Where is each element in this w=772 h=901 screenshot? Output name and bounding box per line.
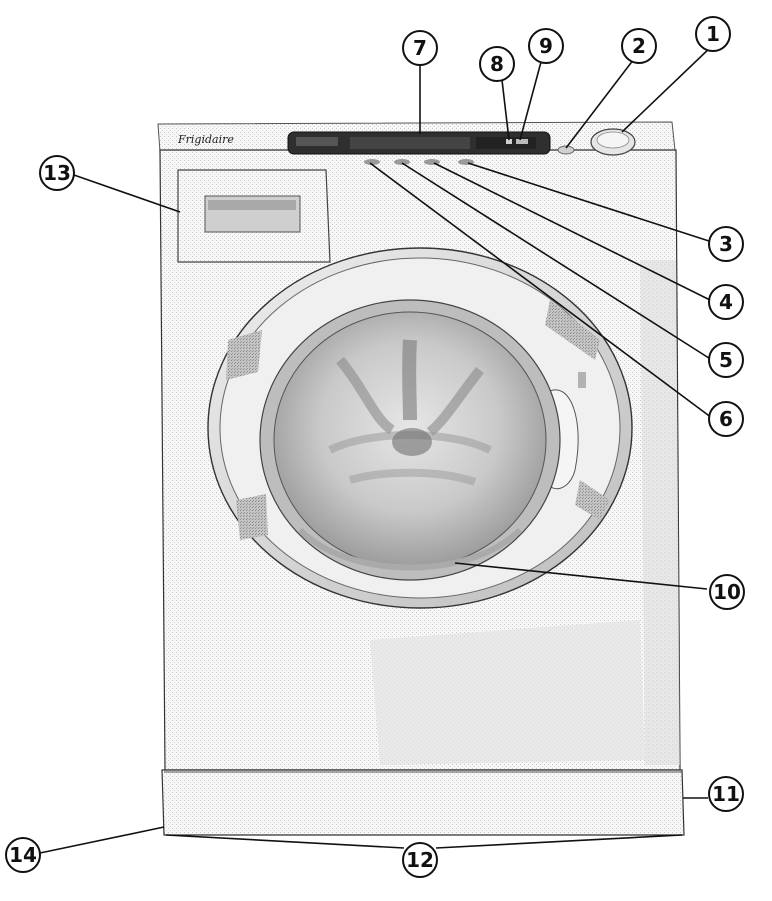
- callout-number: 9: [539, 34, 553, 58]
- callout-number: 13: [43, 161, 71, 185]
- callout-12: 12: [403, 843, 437, 877]
- callout-11: 11: [709, 777, 743, 811]
- callout-9: 9: [529, 29, 563, 63]
- callout-number: 11: [712, 782, 740, 806]
- callout-number: 10: [713, 580, 741, 604]
- callout-number: 14: [9, 843, 37, 867]
- door[interactable]: [208, 248, 632, 608]
- callout-number: 12: [406, 848, 434, 872]
- callout-number: 6: [719, 407, 733, 431]
- callout-number: 1: [706, 22, 720, 46]
- pedestal: [162, 770, 684, 835]
- callout-10: 10: [710, 575, 744, 609]
- door-hinge-lower: [236, 494, 268, 540]
- callout-number: 5: [719, 348, 733, 372]
- indicator-light-9: [516, 139, 528, 144]
- callout-5: 5: [709, 343, 743, 377]
- callout-1: 1: [696, 17, 730, 51]
- callout-2: 2: [622, 29, 656, 63]
- callout-number: 7: [413, 36, 427, 60]
- callout-number: 4: [719, 290, 733, 314]
- button-5[interactable]: [394, 159, 410, 165]
- callout-13: 13: [40, 156, 74, 190]
- callout-6: 6: [709, 402, 743, 436]
- callout-number: 2: [632, 34, 646, 58]
- callout-number: 8: [490, 52, 504, 76]
- callout-4: 4: [709, 285, 743, 319]
- callout-8: 8: [480, 47, 514, 81]
- callout-7: 7: [403, 31, 437, 65]
- callout-number: 3: [719, 232, 733, 256]
- detergent-drawer[interactable]: [178, 170, 330, 262]
- callout-14: 14: [6, 838, 40, 872]
- brand-logo: Frigidaire: [177, 133, 234, 146]
- callout-3: 3: [709, 227, 743, 261]
